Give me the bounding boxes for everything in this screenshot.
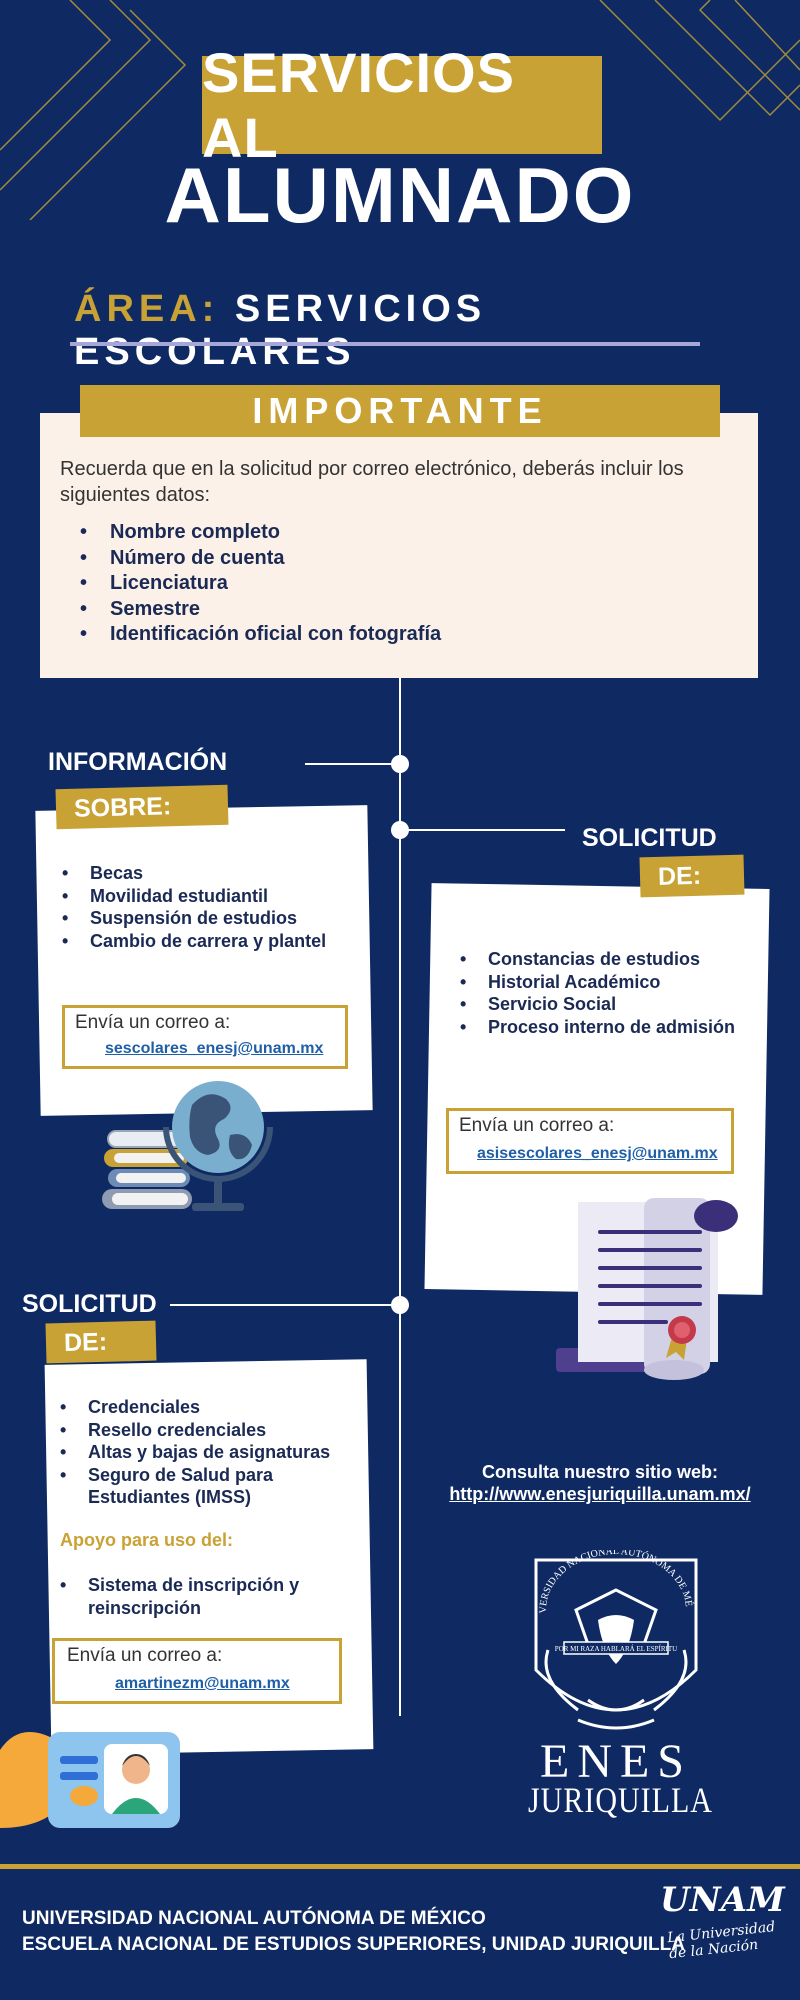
support-label: Apoyo para uso del: <box>60 1530 234 1550</box>
diploma-icon <box>556 1198 738 1380</box>
list-item: Licenciatura <box>80 571 441 597</box>
website-label: Consulta nuestro sitio web: <box>481 1462 718 1482</box>
solicitud-right-heading: SOLICITUD <box>582 824 717 852</box>
informacion-list: Becas Movilidad estudiantil Suspensión d… <box>60 862 340 952</box>
timeline-connector <box>400 829 565 831</box>
mail-link[interactable]: asisescolares_enesj@unam.mx <box>477 1145 718 1162</box>
solicitud-left-list: Credenciales Resello credenciales Altas … <box>58 1396 358 1509</box>
unam-tagline: La Universidad de la Nación <box>666 1919 776 1963</box>
seal-motto: POR MI RAZA HABLARÁ EL ESPÍRITU <box>555 1645 677 1653</box>
importante-intro: Recuerda que en la solicitud por correo … <box>60 458 684 506</box>
area-label: ÁREA: <box>74 288 220 330</box>
timeline-connector <box>305 763 400 765</box>
list-item: Movilidad estudiantil <box>60 885 340 908</box>
area-heading: ÁREA: SERVICIOS ESCOLARES <box>74 288 714 374</box>
list-item: Suspensión de estudios <box>60 907 340 930</box>
footer-line2: ESCUELA NACIONAL DE ESTUDIOS SUPERIORES,… <box>22 1934 685 1955</box>
timeline-connector <box>170 1304 400 1306</box>
list-item: Cambio de carrera y plantel <box>60 930 340 953</box>
solicitud-left-tag: DE: <box>45 1320 157 1364</box>
solicitud-right-mailbox: Envía un correo a: asisescolares_enesj@u… <box>446 1108 734 1174</box>
importante-title: IMPORTANTE <box>252 390 548 431</box>
support-list: Sistema de inscripción y reinscripción <box>58 1574 348 1619</box>
title-line1: SERVICIOS AL <box>202 41 515 169</box>
mail-label: Envía un correo a: <box>75 1012 231 1033</box>
mail-label: Envía un correo a: <box>459 1115 615 1136</box>
area-underline <box>70 342 700 346</box>
list-item: Servicio Social <box>458 993 748 1016</box>
globe-books-icon <box>102 1081 273 1211</box>
list-item: Seguro de Salud para Estudiantes (IMSS) <box>58 1464 358 1509</box>
footer-divider <box>0 1864 800 1869</box>
solicitud-right-list: Constancias de estudios Historial Académ… <box>458 948 748 1038</box>
footer-line1: UNIVERSIDAD NACIONAL AUTÓNOMA DE MÉXICO <box>22 1908 486 1929</box>
mail-link[interactable]: sescolares_enesj@unam.mx <box>105 1040 324 1057</box>
list-item: Semestre <box>80 597 441 623</box>
list-item: Número de cuenta <box>80 546 441 572</box>
solicitud-left-mailbox: Envía un correo a: amartinezm@unam.mx <box>52 1638 342 1704</box>
solicitud-left-heading: SOLICITUD <box>22 1290 157 1318</box>
informacion-heading: INFORMACIÓN <box>48 748 228 776</box>
informacion-mailbox: Envía un correo a: sescolares_enesj@unam… <box>62 1005 348 1069</box>
unam-seal-icon: UNIVERSIDAD NACIONAL AUTÓNOMA DE MÉXICO … <box>528 1550 698 1730</box>
title-banner: SERVICIOS AL <box>202 41 602 169</box>
timeline-dot <box>391 1296 409 1314</box>
list-item: Altas y bajas de asignaturas <box>58 1441 358 1464</box>
list-item: Credenciales <box>58 1396 358 1419</box>
timeline-dot <box>391 821 409 839</box>
list-item: Constancias de estudios <box>458 948 748 971</box>
list-item: Resello credenciales <box>58 1419 358 1442</box>
importante-banner: IMPORTANTE <box>80 385 720 437</box>
list-item: Identificación oficial con fotografía <box>80 622 441 648</box>
informacion-card <box>35 805 373 1116</box>
solicitud-right-tag: DE: <box>639 854 745 898</box>
list-item: Becas <box>60 862 340 885</box>
timeline-dot <box>391 755 409 773</box>
importante-list: Nombre completo Número de cuenta Licenci… <box>80 520 441 648</box>
mail-link[interactable]: amartinezm@unam.mx <box>115 1675 290 1692</box>
list-item: Historial Académico <box>458 971 748 994</box>
unam-logo: UNAM <box>660 1880 785 1920</box>
informacion-tag: SOBRE: <box>55 784 229 830</box>
title-line2: ALUMNADO <box>164 151 636 239</box>
list-item: Nombre completo <box>80 520 441 546</box>
decorative-lines <box>0 0 800 220</box>
list-item: Proceso interno de admisión <box>458 1016 748 1039</box>
website-link[interactable]: http://www.enesjuriquilla.unam.mx/ <box>449 1484 751 1504</box>
id-card-icon <box>0 1732 180 1828</box>
area-value: SERVICIOS ESCOLARES <box>74 288 487 373</box>
enes-logo-line1: ENES <box>540 1735 692 1788</box>
enes-logo-line2: JURIQUILLA <box>528 1780 713 1821</box>
timeline-line <box>399 678 401 1716</box>
mail-label: Envía un correo a: <box>67 1645 223 1666</box>
list-item: Sistema de inscripción y reinscripción <box>58 1574 348 1619</box>
